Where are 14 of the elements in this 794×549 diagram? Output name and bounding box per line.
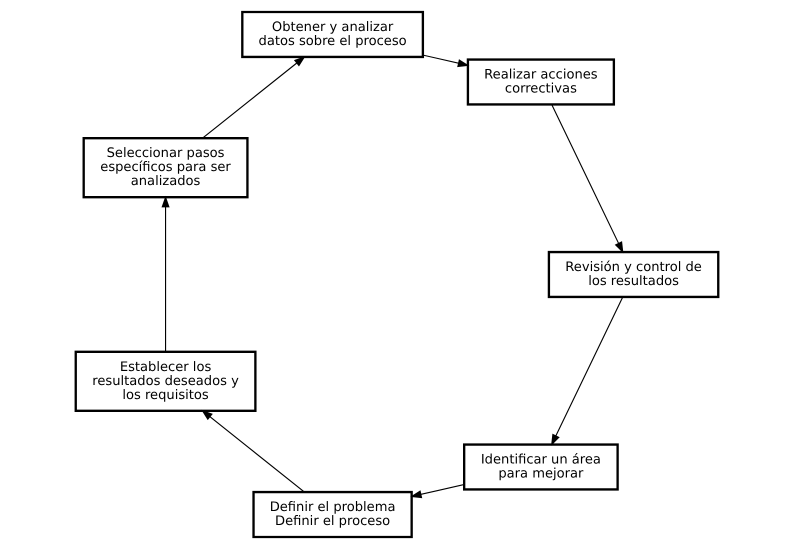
arrow	[202, 56, 306, 139]
arrow	[162, 196, 170, 352]
node-box: Definir el problema Definir el proceso	[252, 490, 413, 538]
node-box: Obtener y analizar datos sobre el proceso	[241, 10, 424, 58]
arrow	[201, 410, 305, 492]
arrow	[410, 484, 464, 498]
node-box: Identificar un área para mejorar	[463, 443, 619, 491]
arrow	[551, 104, 624, 254]
node-box: Revisión y control de los resultados	[548, 250, 720, 298]
node-box: Establecer los resultados deseados y los requisitos	[74, 350, 257, 412]
node-box: Seleccionar pasos específicos para ser analizados	[82, 137, 249, 198]
arrow	[551, 296, 624, 446]
node-box: Realizar acciones correctivas	[466, 58, 616, 106]
arrow	[422, 54, 470, 68]
